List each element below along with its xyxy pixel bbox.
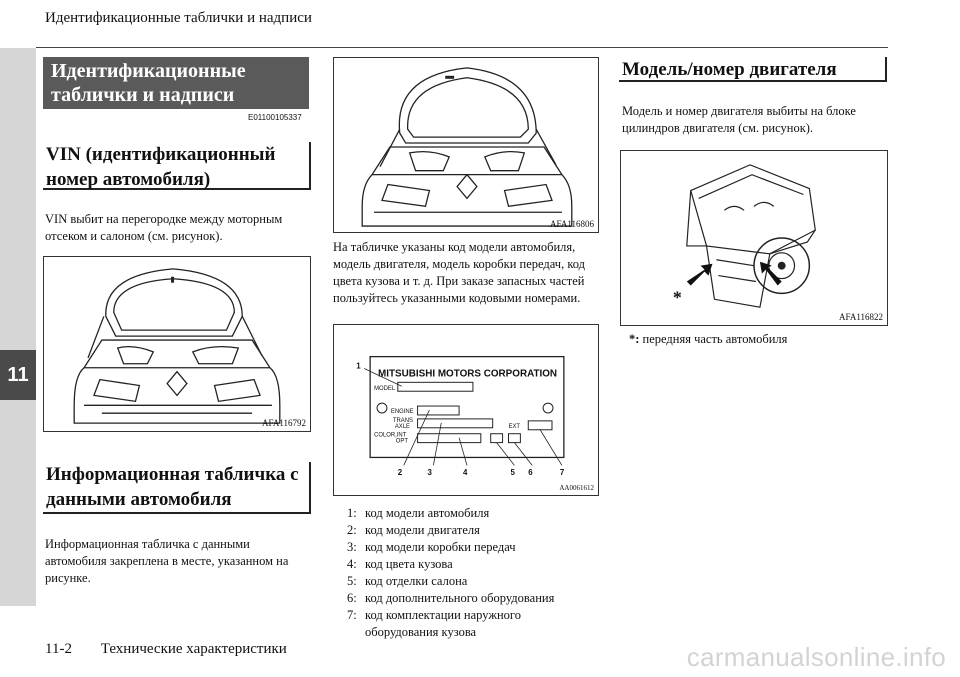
callout-4: 4	[463, 468, 468, 477]
plate-trans-label: TRANS	[393, 418, 413, 424]
info-plate-location-figure: AFA116806	[333, 57, 599, 233]
legend-item: 3: код модели коробки передач	[347, 539, 580, 556]
legend-item: 6: код дополнительного оборудования	[347, 590, 580, 607]
callout-2: 2	[398, 468, 403, 477]
info-plate-heading: Информационная табличка с данными автомо…	[43, 462, 311, 514]
engine-heading: Модель/номер двигателя	[619, 57, 887, 82]
car-hood-illustration	[73, 268, 281, 424]
plate-ext-label: EXT	[509, 424, 521, 430]
watermark: carmanualsonline.info	[686, 642, 946, 672]
engine-note: *: передняя часть автомобиля	[629, 332, 787, 347]
plate-opt-label: OPT	[396, 439, 409, 445]
note-symbol: *:	[629, 332, 640, 346]
car-front-illustration	[361, 67, 573, 227]
legend-number: 6:	[347, 591, 357, 605]
legend-item: 2: код модели двигателя	[347, 522, 580, 539]
legend-text: код модели коробки передач	[365, 540, 516, 554]
legend-text: код модели двигателя	[365, 523, 480, 537]
engine-text: Модель и номер двигателя выбиты на блоке…	[622, 104, 856, 135]
engine-figure-code: AFA116822	[838, 312, 883, 322]
plate-diagram: MITSUBISHI MOTORS CORPORATION MODEL ENGI…	[356, 355, 565, 477]
plate-legend: 1: код модели автомобиля 2: код модели двиг…	[347, 505, 580, 641]
section-banner: Идентификационные таблички и надписи	[43, 57, 309, 109]
chapter-sidebar	[0, 48, 36, 606]
legend-number: 2:	[347, 523, 357, 537]
legend-text: код цвета кузова	[365, 557, 453, 571]
legend-item: 7: код комплектации наружного оборудовани…	[347, 607, 580, 641]
running-header: Идентификационные таблички и надписи	[45, 10, 312, 26]
callout-3: 3	[427, 468, 432, 477]
legend-number: 3:	[347, 540, 357, 554]
callout-5: 5	[510, 468, 515, 477]
info-plate-description: На табличке указаны код модели автомобил…	[333, 240, 586, 305]
legend-number: 1:	[347, 506, 357, 520]
plate-figure: MITSUBISHI MOTORS CORPORATION MODEL ENGI…	[333, 324, 599, 496]
engine-illustration: *	[673, 164, 816, 308]
footer-section: Технические характеристики	[100, 641, 287, 657]
legend-text: код отделки салона	[365, 574, 468, 588]
legend-text: код модели автомобиля	[365, 506, 490, 520]
legend-item: 4: код цвета кузова	[347, 556, 580, 573]
callout-1: 1	[356, 361, 361, 370]
section-code: E01100105337	[248, 113, 302, 122]
plate-engine-label: ENGINE	[391, 409, 414, 415]
plate-model-label: MODEL	[374, 386, 396, 392]
plate-figure-code: AA0061612	[559, 484, 594, 492]
page-footer: 11-2 Технические характеристики	[45, 641, 287, 658]
legend-item: 5: код отделки салона	[347, 573, 580, 590]
legend-number: 4:	[347, 557, 357, 571]
plate-color-label: COLOR,INT	[374, 433, 407, 439]
plate-axle-label: AXLE	[395, 424, 410, 430]
legend-number: 5:	[347, 574, 357, 588]
info-plate-text: Информационная табличка с данными автомо…	[45, 537, 289, 585]
vin-figure: AFA116792	[43, 256, 311, 432]
legend-number: 7:	[347, 608, 357, 622]
vin-heading: VIN (идентификационный номер автомобиля)	[43, 142, 311, 190]
callout-7: 7	[560, 468, 565, 477]
plate-maker: MITSUBISHI MOTORS CORPORATION	[378, 368, 557, 379]
legend-text: код дополнительного оборудования	[365, 591, 555, 605]
callout-6: 6	[528, 468, 533, 477]
legend-text: код комплектации наружного оборудования …	[365, 608, 521, 639]
legend-item: 1: код модели автомобиля	[347, 505, 580, 522]
vin-figure-code: AFA116792	[261, 418, 306, 428]
page-number: 11-2	[45, 641, 72, 657]
engine-figure: * AFA116822	[620, 150, 888, 326]
info-plate-location-code: AFA116806	[549, 219, 594, 229]
note-text: передняя часть автомобиля	[642, 332, 788, 346]
front-star: *	[673, 287, 682, 307]
header-rule	[36, 47, 888, 48]
vin-text: VIN выбит на перегородке между моторным …	[45, 212, 283, 243]
chapter-tab: 11	[0, 350, 36, 400]
